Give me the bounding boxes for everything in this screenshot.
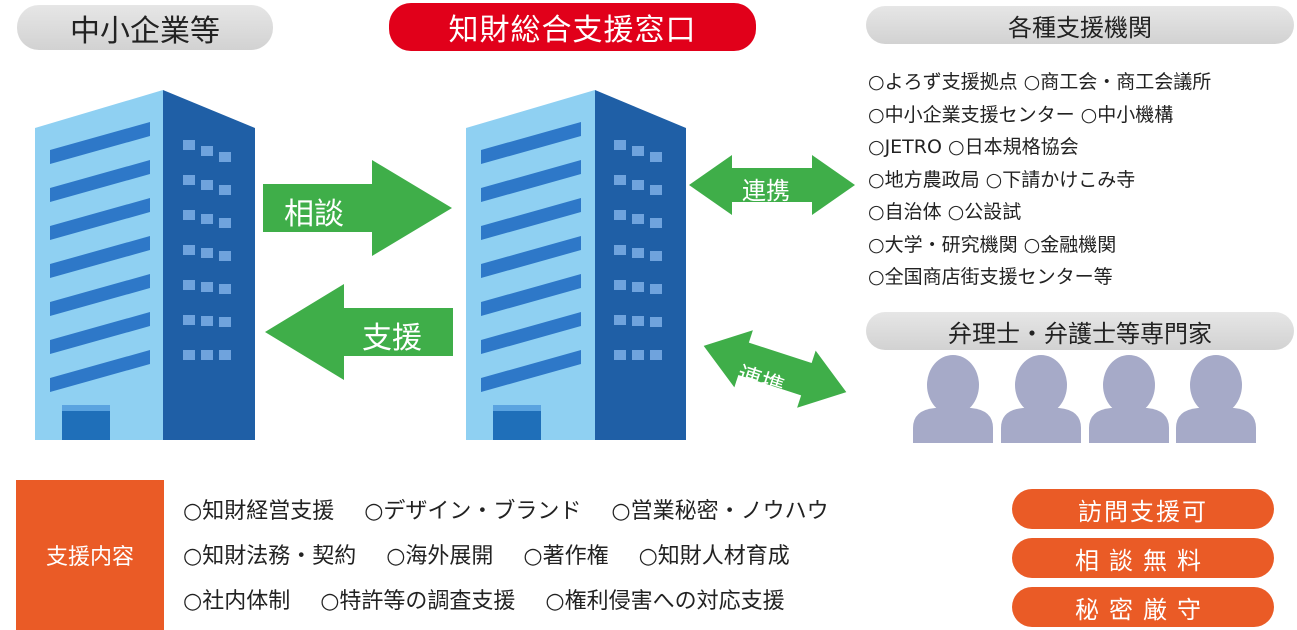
support-arrow-icon xyxy=(265,284,453,380)
support-item: ○知財法務・契約 xyxy=(183,544,357,569)
experts-header-label: 弁理士・弁護士等専門家 xyxy=(948,319,1212,348)
support-item: ○特許等の調査支援 xyxy=(320,589,516,614)
agencies-header-label: 各種支援機関 xyxy=(1008,13,1152,42)
support-item: ○知財人材育成 xyxy=(638,544,790,569)
list-item: ○JETRO ○日本規格協会 xyxy=(868,136,1079,158)
list-item: ○自治体 ○公設試 xyxy=(868,201,1022,223)
support-item: ○営業秘密・ノウハウ xyxy=(611,499,829,524)
support-content-label: 支援内容 xyxy=(45,545,134,570)
person-icon xyxy=(1176,355,1256,443)
support-content-label-box: 支援内容 xyxy=(16,480,164,630)
window-building-icon xyxy=(466,90,686,440)
badge-label: 相談無料 xyxy=(1075,546,1211,575)
experts-group xyxy=(913,355,1256,443)
consult-arrow-icon xyxy=(263,160,452,256)
list-item: ○大学・研究機関 ○金融機関 xyxy=(868,233,1117,256)
agencies-list: ○よろず支援拠点 ○商工会・商工会議所 ○中小企業支援センター ○中小機構 ○J… xyxy=(868,66,1211,294)
support-item: ○デザイン・ブランド xyxy=(364,499,582,524)
support-item: ○社内体制 xyxy=(183,589,291,614)
list-item: ○中小企業支援センター ○中小機構 xyxy=(868,103,1174,126)
support-row: ○知財経営支援 ○デザイン・ブランド ○営業秘密・ノウハウ xyxy=(183,493,859,525)
badge-label: 秘密厳守 xyxy=(1075,595,1211,624)
badge-confidential: 秘密厳守 xyxy=(1012,587,1274,627)
person-icon xyxy=(1001,355,1081,443)
person-icon xyxy=(1089,355,1169,443)
badge-free-consult: 相談無料 xyxy=(1012,538,1274,578)
consult-arrow-label: 相談 xyxy=(284,197,344,232)
agencies-header: 各種支援機関 xyxy=(866,6,1294,44)
list-item: ○地方農政局 ○下請かけこみ寺 xyxy=(868,168,1136,191)
badge-label: 訪問支援可 xyxy=(1078,497,1208,526)
person-icon xyxy=(913,355,993,443)
badge-visit-support: 訪問支援可 xyxy=(1012,489,1274,529)
window-header: 知財総合支援窓口 xyxy=(389,3,756,51)
support-row: ○社内体制 ○特許等の調査支援 ○権利侵害への対応支援 xyxy=(183,583,815,615)
list-item: ○全国商店街支援センター等 xyxy=(868,266,1113,288)
support-item: ○著作権 xyxy=(523,544,609,569)
sme-building-icon xyxy=(35,90,255,440)
support-item: ○知財経営支援 xyxy=(183,499,335,524)
sme-header-label: 中小企業等 xyxy=(70,13,220,49)
support-item: ○権利侵害への対応支援 xyxy=(545,589,785,614)
support-item: ○海外展開 xyxy=(386,544,494,569)
list-item: ○よろず支援拠点 ○商工会・商工会議所 xyxy=(868,71,1212,93)
support-row: ○知財法務・契約 ○海外展開 ○著作権 ○知財人材育成 xyxy=(183,538,820,570)
support-arrow-label: 支援 xyxy=(362,321,422,356)
link-experts-arrow-icon xyxy=(703,330,847,408)
window-header-label: 知財総合支援窓口 xyxy=(448,13,697,48)
link-agencies-arrow-icon xyxy=(689,155,855,215)
sme-header: 中小企業等 xyxy=(17,5,273,50)
link-agencies-label: 連携 xyxy=(742,177,790,205)
experts-header: 弁理士・弁護士等専門家 xyxy=(866,312,1294,350)
